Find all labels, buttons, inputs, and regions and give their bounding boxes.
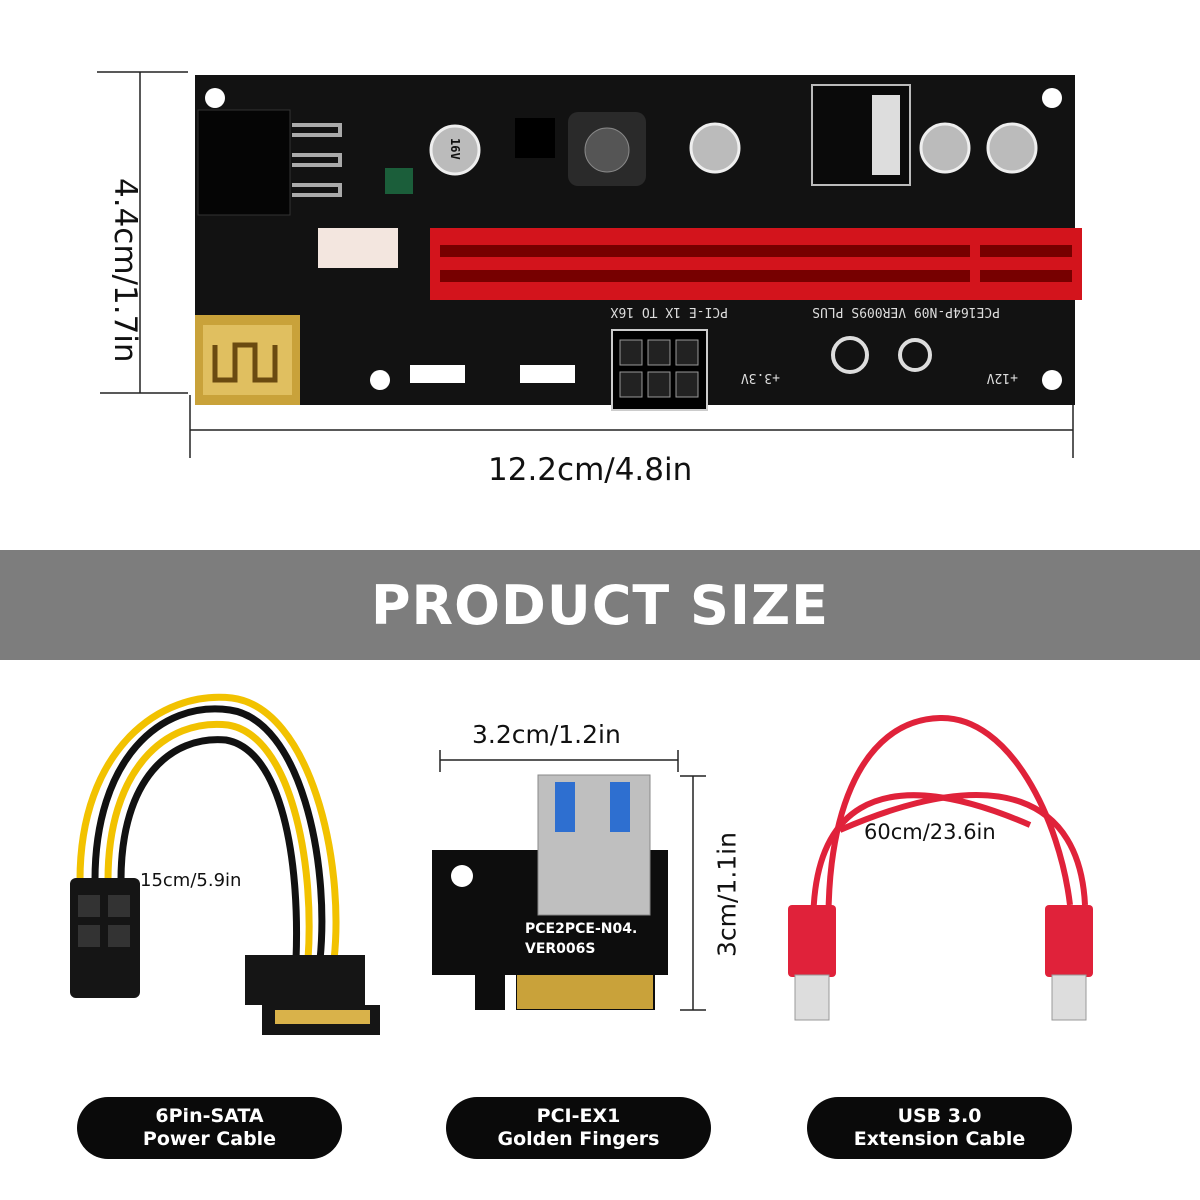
sata-power-cable xyxy=(70,693,380,1035)
banner-title: PRODUCT SIZE xyxy=(370,573,830,637)
pcie-x16-slot xyxy=(318,228,1082,300)
label-usb-cable: USB 3.0 Extension Cable xyxy=(807,1097,1072,1159)
usb-cable-length: 60cm/23.6in xyxy=(864,820,996,844)
pcb-voltage-33: +3.3V xyxy=(741,370,780,385)
label-line2: Extension Cable xyxy=(853,1128,1026,1150)
label-line1: PCI-EX1 xyxy=(536,1105,621,1127)
label-sata-cable: 6Pin-SATA Power Cable xyxy=(77,1097,342,1159)
capacitor-voltage-label: 16V xyxy=(448,138,462,160)
card-width-label: 3.2cm/1.2in xyxy=(472,720,621,749)
label-line2: Power Cable xyxy=(142,1128,277,1150)
card-silkscreen-2: VER006S xyxy=(525,941,596,957)
pci-ex1-card xyxy=(432,750,706,1011)
label-pci-ex1: PCI-EX1 Golden Fingers xyxy=(446,1097,711,1159)
usb-extension-cable xyxy=(810,714,1088,961)
board-width-label: 12.2cm/4.8in xyxy=(488,452,693,488)
pcb-desc-silkscreen: PCI-E 1X TO 16X xyxy=(610,304,728,319)
usb-port xyxy=(195,315,300,405)
pcb-voltage-12: +12V xyxy=(987,370,1018,385)
card-silkscreen-1: PCE2PCE-N04. xyxy=(525,921,637,937)
capacitors xyxy=(385,84,1038,194)
width-dimension-line xyxy=(189,395,1074,458)
sata-cable-length: 15cm/5.9in xyxy=(140,870,242,891)
board-height-label: 4.4cm/1.7in xyxy=(107,178,143,363)
label-line2: Golden Fingers xyxy=(497,1128,660,1150)
usb-plugs xyxy=(788,905,1093,1021)
label-line1: 6Pin-SATA xyxy=(155,1105,264,1127)
pcb-model-silkscreen: PCE164P-N09 VER009S PLUS xyxy=(812,304,1000,319)
height-dimension-line xyxy=(97,71,188,394)
card-height-label: 3cm/1.1in xyxy=(712,832,742,957)
riser-board: 16V xyxy=(195,75,1082,411)
label-line1: USB 3.0 xyxy=(897,1105,982,1127)
product-size-banner: PRODUCT SIZE xyxy=(0,550,1200,660)
